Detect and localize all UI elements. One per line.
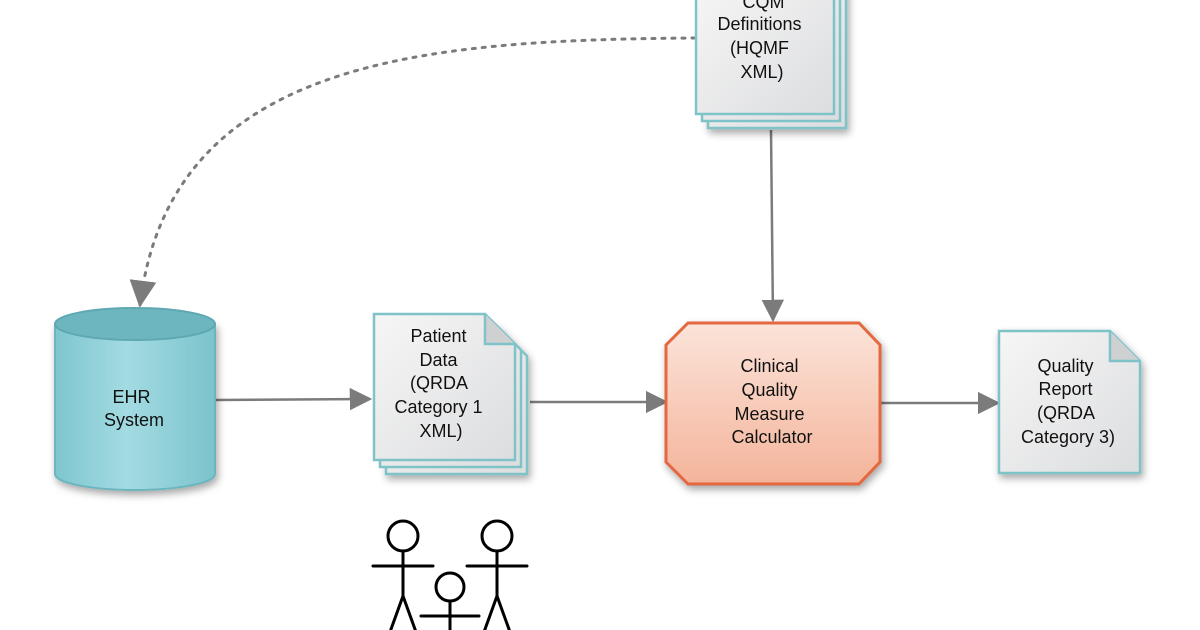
calculator-line: Clinical <box>740 356 798 376</box>
svg-text:Clinical Quality M: Clinical Quality Measure Calculator <box>731 356 812 447</box>
svg-text:CQM Definitions (H: CQM Definitions (HQMF XML) <box>717 0 806 82</box>
cqm-definitions-line: (HQMF <box>730 38 789 58</box>
svg-text:EHR System: EHR System <box>104 387 164 430</box>
svg-text:Quality Report (QR: Quality Report (QRDA Category 3) <box>1021 356 1115 447</box>
stick-figure-child <box>419 571 481 630</box>
stick-figure-adult-left <box>371 519 435 630</box>
calculator-line: Quality <box>741 380 797 400</box>
quality-measure-calculator[interactable]: Clinical Quality Measure Calculator <box>664 321 882 486</box>
patient-data-line: Data <box>419 350 458 370</box>
cqm-definitions-line: XML) <box>740 62 783 82</box>
quality-report-document[interactable]: Quality Report (QRDA Category 3) <box>997 329 1142 475</box>
patient-data-line: Category 1 <box>394 397 482 417</box>
patient-data-line: (QRDA <box>410 373 468 393</box>
quality-report-line: Report <box>1038 379 1092 399</box>
quality-report-line: Quality <box>1037 356 1093 376</box>
patient-data-line: Patient <box>410 326 466 346</box>
quality-report-line: (QRDA <box>1037 403 1095 423</box>
calculator-line: Measure <box>734 404 804 424</box>
svg-text:Patient Data (QRDA: Patient Data (QRDA Category 1 XML) <box>394 326 487 441</box>
cqm-definitions-line: CQM <box>742 0 784 12</box>
patient-data-document[interactable]: Patient Data (QRDA Category 1 XML) <box>372 312 529 476</box>
cqm-definitions-line: Definitions <box>717 14 801 34</box>
edge-cqm-to-ehr <box>129 36 697 308</box>
edge-cqm-to-calculator <box>761 129 785 323</box>
cqm-definitions-document[interactable]: CQM Definitions (HQMF XML) <box>694 0 848 130</box>
patient-data-line: XML) <box>419 421 462 441</box>
ehr-system-line: System <box>104 410 164 430</box>
people-icon <box>371 519 529 630</box>
ehr-system-database[interactable]: EHR System <box>54 307 216 491</box>
edge-ehr-to-patient-data <box>214 387 373 411</box>
stick-figure-adult-right <box>465 519 529 630</box>
calculator-line: Calculator <box>731 427 812 447</box>
ehr-system-line: EHR <box>112 387 150 407</box>
quality-report-line: Category 3) <box>1021 427 1115 447</box>
